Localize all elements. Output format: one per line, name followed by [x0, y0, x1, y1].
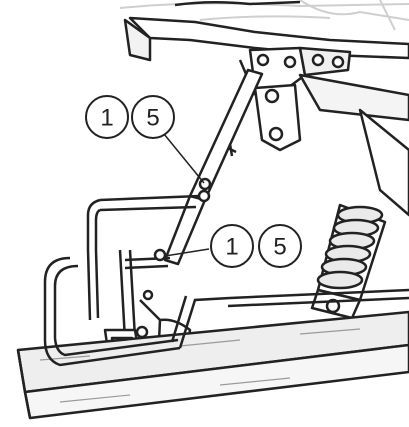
- callout-upper-1: 1: [85, 95, 129, 139]
- callout-upper-5: 5: [131, 95, 175, 139]
- callout-lower-1: 1: [210, 224, 254, 268]
- long-rail: [16, 310, 409, 420]
- front-uprights: [43, 288, 409, 367]
- callout-lower-5: 5: [258, 224, 302, 268]
- callout-lower: 1 5: [210, 224, 302, 268]
- callout-upper-5-label: 5: [146, 105, 159, 132]
- callout-lower-5-label: 5: [273, 234, 286, 261]
- leader-lines: [163, 133, 210, 257]
- frame-tube: [123, 0, 409, 62]
- rear-frame-right: [298, 73, 409, 217]
- callout-lower-1-label: 1: [225, 234, 238, 261]
- callout-upper: 1 5: [85, 95, 175, 139]
- callout-upper-1-label: 1: [100, 105, 113, 132]
- rack-bolts: [135, 177, 212, 339]
- rack-tubing: [43, 194, 201, 341]
